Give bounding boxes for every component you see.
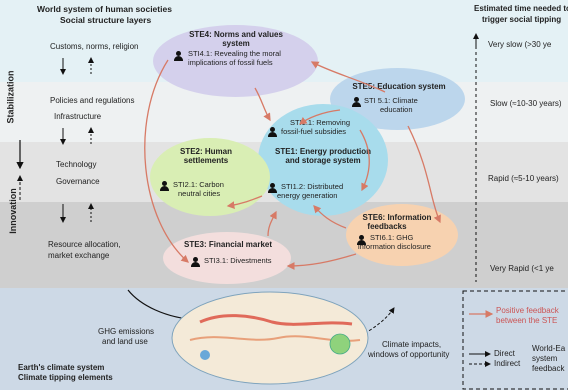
estimated-time-title: Estimated time needed to: [474, 4, 568, 13]
ste6-node: [346, 204, 458, 266]
social-tipping-title: trigger social tipping: [482, 15, 562, 24]
legend-world-earth: World-Ea: [532, 344, 566, 353]
layer-resource-allocation: Resource allocation,: [48, 240, 121, 249]
person-icon: [268, 127, 277, 137]
ste3-title: STE3: Financial market: [183, 240, 273, 249]
sti5-1-label: STI 5.1: Climate: [364, 96, 418, 105]
ste6-title-line2: feedbacks: [367, 222, 407, 231]
social-layers-title: Social structure layers: [60, 15, 152, 25]
time-slow: Slow (≈10-30 years): [490, 99, 562, 108]
sti4-1-label-line2: implications of fossil fuels: [188, 58, 273, 67]
sti1-2-label: STI1.2: Distributed: [281, 182, 344, 191]
world-system-title: World system of human societies: [37, 4, 172, 14]
sti1-2-label-line2: energy generation: [277, 191, 338, 200]
time-very-rapid: Very Rapid (<1 ye: [490, 264, 554, 273]
sti6-1-label-line2: information disclosure: [358, 242, 431, 251]
legend-direct: Direct: [494, 349, 515, 358]
layer-governance: Governance: [56, 177, 100, 186]
ghg-emissions-label: GHG emissions: [98, 327, 155, 336]
sti3-1-label: STI3.1: Divestments: [204, 256, 272, 265]
ste2-title: STE2: Human: [179, 147, 232, 156]
sti2-1-label: STI2.1: Carbon: [173, 180, 224, 189]
sti5-1-label-line2: education: [380, 105, 413, 114]
windows-of-opportunity-label: windows of opportunity: [368, 350, 450, 359]
time-very-slow: Very slow (>30 ye: [488, 40, 552, 49]
person-icon: [160, 181, 169, 191]
sti6-1-label: STI6.1: GHG: [370, 233, 414, 242]
person-icon: [352, 97, 361, 107]
person-icon: [268, 183, 277, 193]
person-icon: [174, 51, 183, 61]
climate-impacts-label: Climate impacts,: [382, 340, 442, 349]
ste1-node: [258, 104, 388, 216]
person-icon: [357, 235, 366, 245]
ste1-title: STE1: Energy production: [274, 147, 371, 156]
layer-infrastructure: Infrastructure: [54, 112, 102, 121]
legend-positive-feedback: Positive feedback: [496, 306, 559, 315]
ste1-title-line2: and storage system: [285, 156, 361, 165]
layer-band-resources: [0, 202, 568, 288]
legend-feedback: feedback: [532, 364, 565, 373]
sti1-1-label-line2: fossil-fuel subsidies: [281, 127, 347, 136]
layer-policies: Policies and regulations: [50, 96, 135, 105]
earth-climate-system-label: Earth's climate system: [18, 363, 105, 372]
layer-customs: Customs, norms, religion: [50, 42, 139, 51]
sti4-1-label: STI4.1: Revealing the moral: [188, 49, 281, 58]
layer-technology: Technology: [56, 160, 97, 169]
legend-system: system: [532, 354, 558, 363]
climate-tipping-elements-label: Climate tipping elements: [18, 373, 113, 382]
ste4-title: STE4: Norms and values: [189, 30, 283, 39]
ste2-title-line2: settlements: [183, 156, 229, 165]
person-icon: [191, 257, 200, 267]
ste4-node: [153, 25, 318, 97]
legend-between-ste: between the STE: [496, 316, 558, 325]
sti1-1-label: STI1.1: Removing: [290, 118, 351, 127]
ste4-title-line2: system: [222, 39, 250, 48]
layer-market-exchange: market exchange: [48, 251, 110, 260]
sti2-1-label-line2: neutral cities: [178, 189, 221, 198]
ste6-title: STE6: Information: [362, 213, 432, 222]
time-rapid: Rapid (≈5-10 years): [488, 174, 559, 183]
ste2-node: [150, 138, 270, 216]
ste5-title: STE5: Education system: [352, 82, 446, 91]
ghg-land-use-label: and land use: [102, 337, 148, 346]
legend-indirect: Indirect: [494, 359, 521, 368]
